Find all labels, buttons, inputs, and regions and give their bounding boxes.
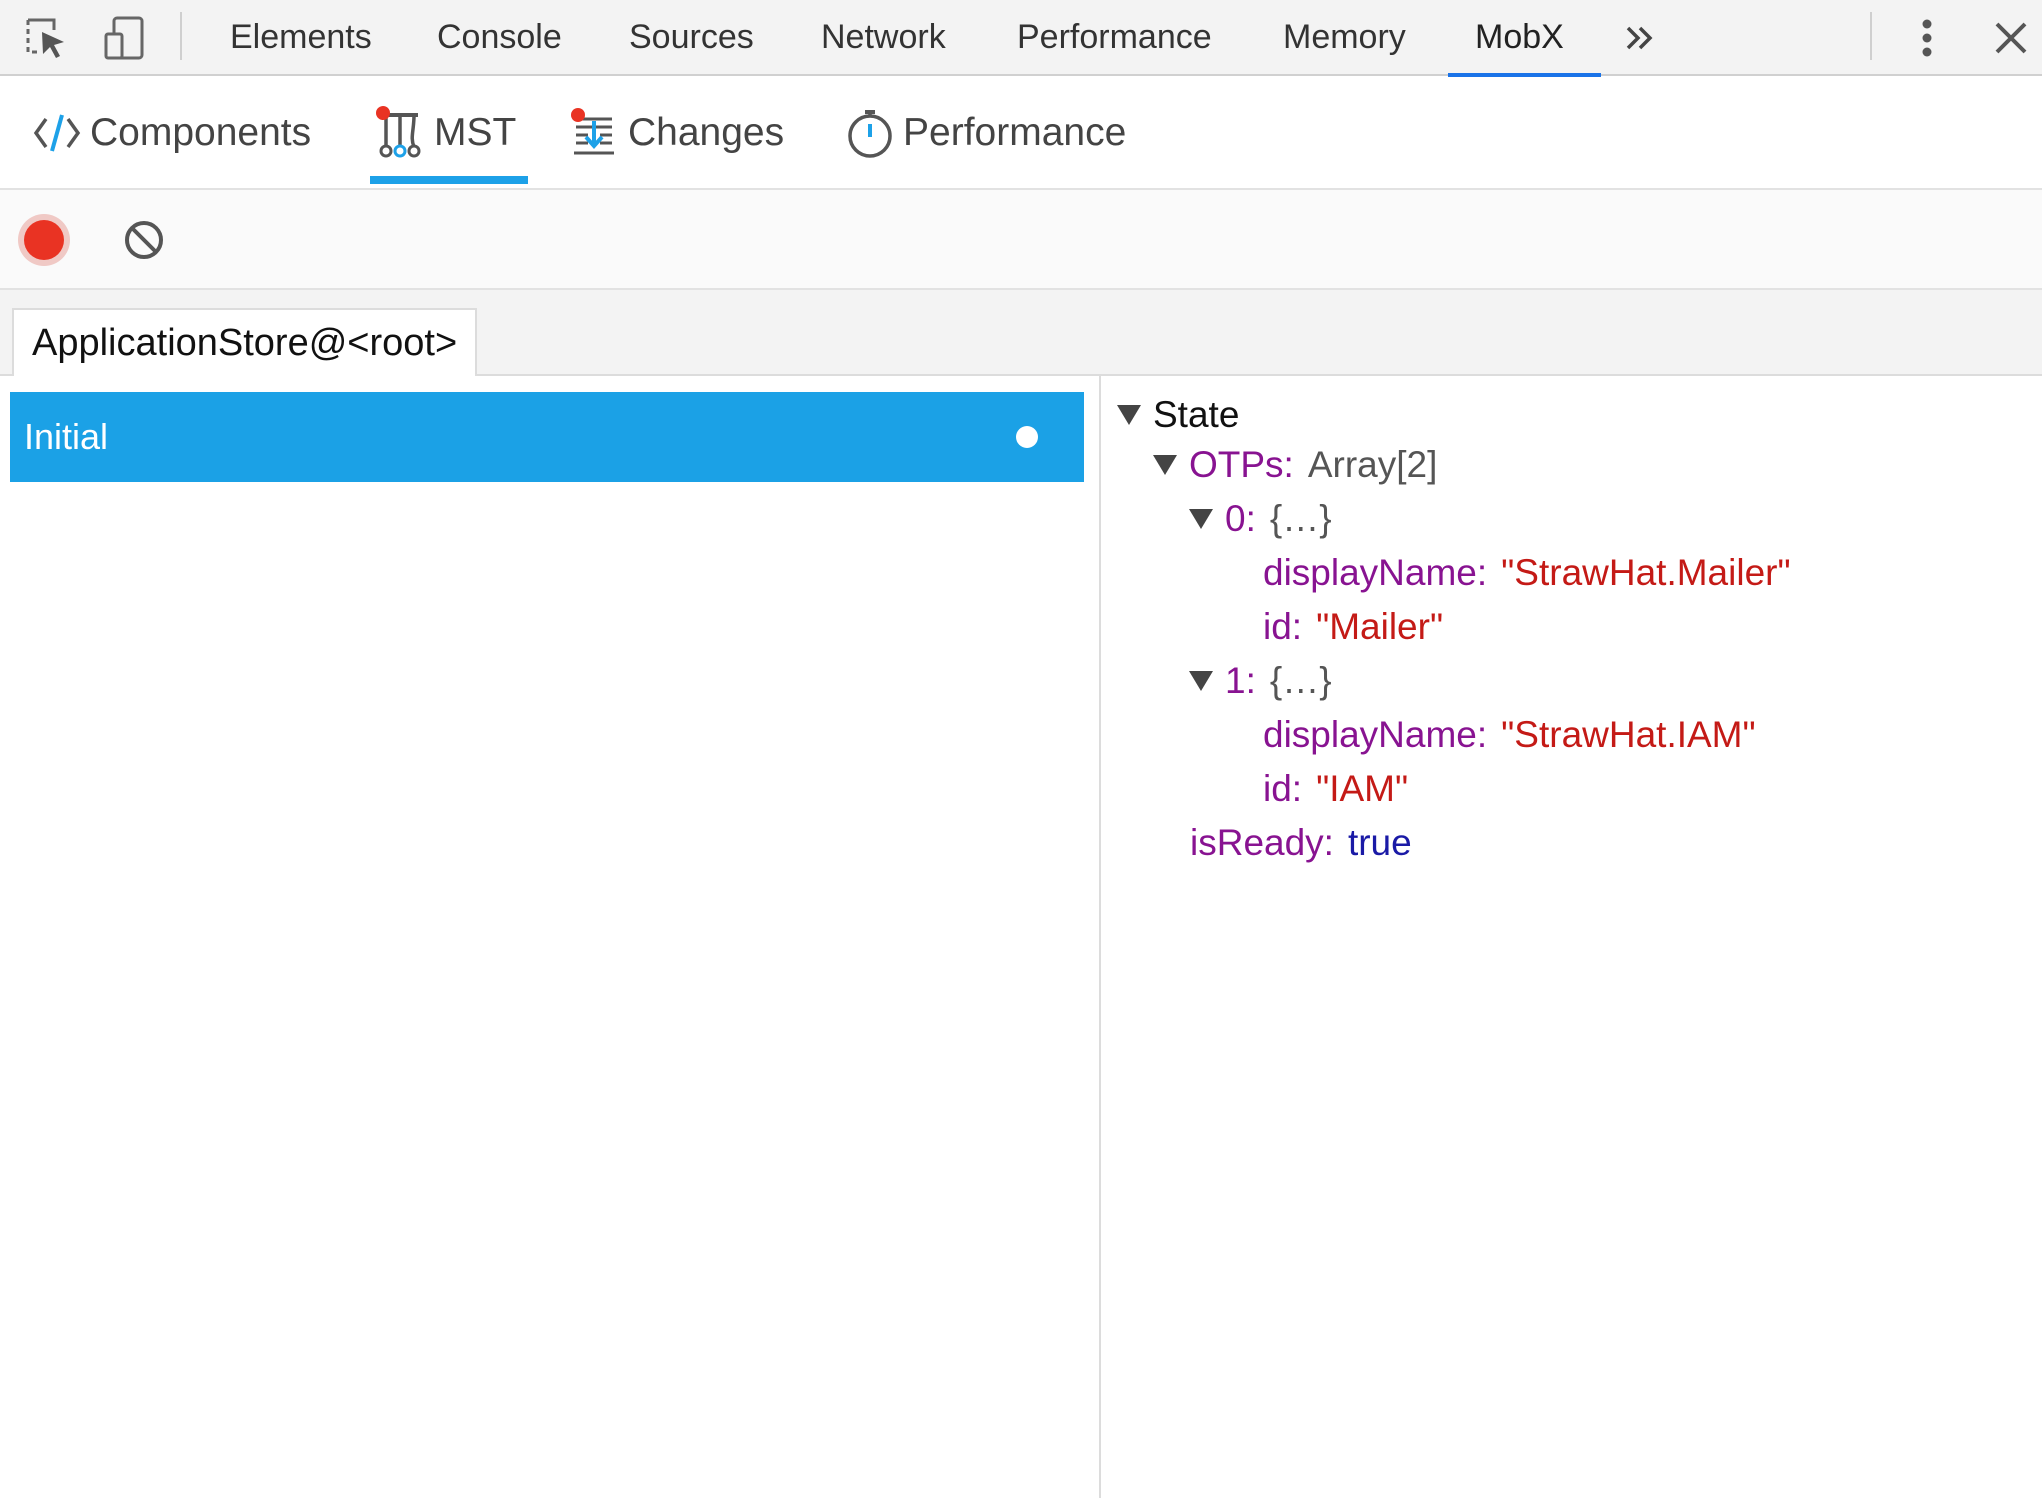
tab-components[interactable]: Components [32, 78, 311, 188]
code-brackets-icon [32, 111, 82, 155]
tab-changes-label: Changes [628, 111, 785, 154]
pane-divider[interactable] [1099, 376, 1101, 1498]
tree-key: isReady: [1190, 822, 1334, 863]
tree-preview: Array[2] [1307, 444, 1438, 485]
tree-leaf: displayName: "StrawHat.IAM" [1263, 710, 1756, 760]
tree-value: "StrawHat.IAM" [1501, 714, 1756, 755]
record-toolbar [0, 190, 2042, 290]
mobx-active-tab-indicator [370, 176, 528, 184]
tree-leaf: isReady: true [1190, 818, 1412, 868]
tree-key: id: [1263, 606, 1303, 647]
tree-value: true [1347, 822, 1412, 863]
mobx-tab-bar: Components MST Changes [0, 78, 2042, 190]
tree-node-state: State [1117, 390, 1239, 440]
inspect-element-icon[interactable] [20, 12, 72, 64]
toolbar-separator [1870, 12, 1872, 60]
tab-memory[interactable]: Memory [1283, 17, 1406, 56]
tab-sources[interactable]: Sources [629, 17, 754, 56]
tab-mobx-performance[interactable]: Performance [845, 78, 1126, 188]
tree-key: id: [1263, 768, 1303, 809]
tree-root-label: State [1153, 394, 1240, 435]
snapshot-label: Initial [24, 416, 109, 457]
tab-console[interactable]: Console [437, 17, 562, 56]
tab-network[interactable]: Network [821, 17, 946, 56]
tree-key: displayName: [1263, 714, 1488, 755]
current-snapshot-indicator [1016, 426, 1038, 448]
tab-elements[interactable]: Elements [230, 17, 372, 56]
record-icon[interactable] [18, 214, 70, 266]
close-icon[interactable] [1985, 12, 2037, 64]
toolbar-separator [180, 12, 182, 60]
clear-icon[interactable] [118, 214, 170, 266]
more-tabs-chevron-icon[interactable] [1614, 12, 1666, 64]
tree-leaf: id: "Mailer" [1263, 602, 1443, 652]
tab-mobx-performance-label: Performance [903, 111, 1127, 154]
collapse-toggle-icon[interactable] [1117, 405, 1141, 425]
tree-node-item: 1: {…} [1189, 656, 1332, 706]
active-tab-indicator [1448, 73, 1601, 77]
tree-leaf: displayName: "StrawHat.Mailer" [1263, 548, 1791, 598]
tab-mobx[interactable]: MobX [1475, 17, 1564, 56]
tab-mst-label: MST [434, 111, 517, 154]
snapshot-row[interactable]: Initial [10, 392, 1084, 482]
tree-preview: {…} [1269, 498, 1332, 539]
kebab-menu-icon[interactable] [1901, 12, 1953, 64]
tree-value: "Mailer" [1316, 606, 1444, 647]
tree-leaf: id: "IAM" [1263, 764, 1408, 814]
tab-changes[interactable]: Changes [568, 78, 784, 188]
store-tab-strip: ApplicationStore@<root> [0, 290, 2042, 376]
snapshot-list: Initial [0, 376, 1100, 1498]
tree-value: "StrawHat.Mailer" [1501, 552, 1791, 593]
tree-key: displayName: [1263, 552, 1488, 593]
tree-key: OTPs: [1189, 444, 1294, 485]
tree-node-otps: OTPs: Array[2] [1153, 440, 1437, 490]
changes-download-icon [568, 107, 620, 159]
device-toolbar-icon[interactable] [98, 12, 150, 64]
tree-key: 1: [1225, 660, 1256, 701]
stopwatch-icon [845, 106, 895, 160]
devtools-toolbar: Elements Console Sources Network Perform… [0, 0, 2042, 77]
tree-key: 0: [1225, 498, 1256, 539]
tree-node-item: 0: {…} [1189, 494, 1332, 544]
tab-components-label: Components [90, 111, 312, 154]
mst-tree-icon [374, 105, 426, 161]
tree-preview: {…} [1269, 660, 1332, 701]
tab-mst[interactable]: MST [374, 78, 516, 188]
tree-value: "IAM" [1316, 768, 1409, 809]
collapse-toggle-icon[interactable] [1189, 509, 1213, 529]
state-tree: State OTPs: Array[2] 0: {…} displayName:… [1101, 376, 2042, 1498]
store-tab[interactable]: ApplicationStore@<root> [12, 308, 478, 376]
tab-performance[interactable]: Performance [1017, 17, 1212, 56]
collapse-toggle-icon[interactable] [1189, 671, 1213, 691]
collapse-toggle-icon[interactable] [1153, 455, 1177, 475]
